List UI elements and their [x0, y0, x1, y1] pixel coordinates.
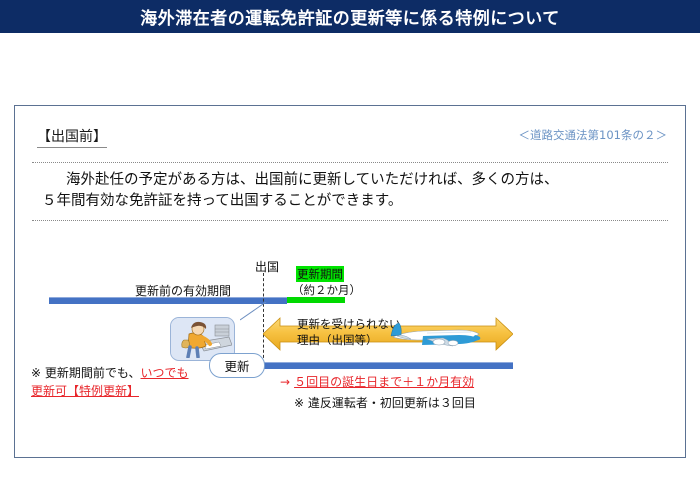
section-heading: 【出国前】: [37, 126, 107, 148]
special-renewal-note-line-1: ※ 更新期間前でも、いつでも: [31, 364, 189, 382]
timeline-diagram: 更新前の有効期間 出国 更新期間 （約２か月）: [15, 106, 687, 459]
validity-note-text: ５回目の誕生日まで＋１か月有効: [294, 375, 475, 389]
law-reference: ＜道路交通法第101条の２＞: [518, 128, 667, 142]
no-renewal-reason-line-2: 理由（出国等）: [297, 332, 378, 347]
violator-note: ※ 違反運転者・初回更新は３回目: [294, 396, 476, 410]
renewal-callout-label: 更新: [224, 359, 250, 374]
special-renewal-note: ※ 更新期間前でも、いつでも 更新可【特例更新】: [31, 364, 189, 400]
content-panel: 【出国前】 ＜道路交通法第101条の２＞ 海外赴任の予定がある方は、出国前に更新…: [14, 105, 686, 458]
timeline-bar-before-renewal: [49, 297, 287, 304]
renewal-callout: 更新: [209, 353, 265, 378]
statement-line-2: ５年間有効な免許証を持って出国することができます。: [42, 193, 403, 210]
timeline-bar-renewal-window: [287, 297, 345, 303]
statement-line-1: 海外赴任の予定がある方は、出国前に更新していただければ、多くの方は、: [66, 172, 559, 188]
departure-divider-line: [263, 273, 264, 363]
no-renewal-reason-line-1: 更新を受けられない: [297, 317, 401, 331]
label-departure: 出国: [255, 260, 280, 274]
label-renewal-duration: （約２か月）: [292, 283, 361, 297]
statement-box: 海外赴任の予定がある方は、出国前に更新していただければ、多くの方は、 ５年間有効…: [32, 162, 668, 222]
label-before-renewal-period: 更新前の有効期間: [135, 284, 232, 298]
special-renewal-note-black: ※ 更新期間前でも、: [31, 366, 141, 380]
page-title: 海外滞在者の運転免許証の更新等に係る特例について: [140, 9, 560, 29]
airplane-icon: [387, 320, 485, 350]
special-renewal-note-red-1: いつでも: [140, 366, 189, 380]
label-renewal-window: 更新期間: [296, 266, 344, 282]
validity-note: →５回目の誕生日まで＋１か月有効: [280, 373, 474, 390]
no-renewal-reason-text: 更新を受けられない 理由（出国等）: [297, 317, 401, 348]
timeline-bar-after-renewal: [256, 362, 513, 369]
slide-title-bar: 海外滞在者の運転免許証の更新等に係る特例について: [0, 0, 700, 33]
arrow-glyph: →: [280, 375, 291, 389]
special-renewal-note-red-2: 更新可【特例更新】: [31, 384, 140, 398]
